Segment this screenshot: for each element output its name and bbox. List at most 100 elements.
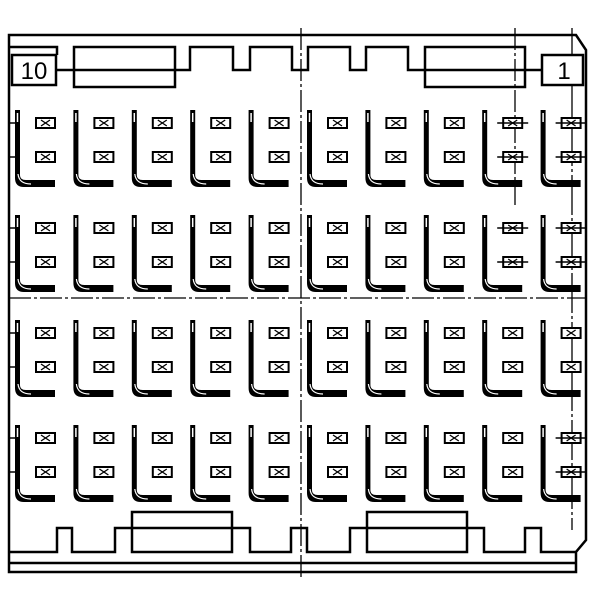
bottom-profile (9, 526, 576, 554)
pin-mark (215, 258, 226, 266)
pin-mark (332, 329, 343, 337)
pin-mark (157, 468, 168, 476)
terminal-cell (307, 110, 348, 187)
terminal-cell (190, 110, 232, 187)
pin-mark (391, 258, 401, 266)
contact-bend (251, 488, 265, 500)
contact-bend (134, 173, 148, 185)
terminal-grid (9, 110, 587, 502)
contact-bend (367, 278, 382, 290)
pin-mark (332, 119, 343, 127)
terminal-cell (190, 425, 232, 502)
contact-bend (543, 278, 557, 290)
terminal-cell (423, 110, 465, 187)
terminal-cell (365, 320, 407, 397)
pin-mark (157, 153, 168, 161)
bottom-right-window (365, 510, 469, 554)
pin-mark (274, 363, 284, 371)
pin-mark (507, 468, 518, 476)
pin-mark (274, 258, 284, 266)
pin-mark (274, 329, 284, 337)
terminal-cell (131, 320, 173, 397)
housing-outline (7, 33, 588, 574)
pin-mark (566, 363, 576, 371)
pin-mark (449, 468, 460, 476)
contact-bend (309, 488, 324, 500)
bottom-left-window (130, 510, 234, 554)
pin-mark (99, 258, 109, 266)
pin-label-1: 1 (540, 53, 585, 87)
terminal-cell (482, 320, 524, 397)
pin-mark (99, 329, 109, 337)
terminal-cell (307, 320, 348, 397)
terminal-cell (540, 110, 587, 187)
pin-mark (40, 468, 51, 476)
pin-mark (391, 153, 401, 161)
contact-bend (426, 383, 440, 395)
pin-mark (332, 153, 343, 161)
pin-mark (40, 329, 51, 337)
contact-bend (134, 278, 148, 290)
contact-bend (17, 173, 32, 185)
pin-mark (215, 329, 226, 337)
contact-bend (17, 383, 32, 395)
contact-bend (309, 278, 324, 290)
contact-bend (192, 383, 207, 395)
pin-label-box (10, 53, 58, 87)
pin-mark (157, 258, 168, 266)
contact-bend (134, 488, 148, 500)
pin-label-10: 10 (10, 53, 58, 87)
pin-mark (215, 153, 226, 161)
pin-mark (99, 434, 109, 442)
pin-mark (40, 153, 51, 161)
contact-bend (426, 488, 440, 500)
pin-mark (40, 224, 51, 232)
contact-bend (484, 173, 499, 185)
pin-mark (157, 434, 168, 442)
top-profile (57, 45, 542, 72)
pin-mark (391, 329, 401, 337)
pin-mark (40, 434, 51, 442)
pin-mark (449, 258, 460, 266)
terminal-cell (248, 110, 290, 187)
contact-bend (192, 173, 207, 185)
pin-label-box (540, 53, 585, 87)
contact-bend (309, 383, 324, 395)
contact-bend (75, 488, 90, 500)
pin-mark (449, 119, 460, 127)
pin-mark (507, 434, 518, 442)
contact-bend (251, 383, 265, 395)
terminal-cell (9, 320, 56, 397)
contact-bend (367, 383, 382, 395)
pin-mark (274, 434, 284, 442)
top-right-window (423, 45, 527, 89)
terminal-cell (9, 215, 56, 292)
pin-mark (391, 119, 401, 127)
pin-mark (332, 224, 343, 232)
terminal-cell (365, 215, 407, 292)
contact-bend (426, 278, 440, 290)
pin-mark (391, 434, 401, 442)
terminal-cell (131, 425, 173, 502)
terminal-cell (190, 215, 232, 292)
terminal-cell (423, 320, 465, 397)
contact-bend (192, 488, 207, 500)
pin-mark (215, 224, 226, 232)
contact-bend (367, 173, 382, 185)
pin-mark (215, 119, 226, 127)
pin-mark (99, 363, 109, 371)
contact-bend (17, 278, 32, 290)
contact-bend (543, 383, 557, 395)
pin-mark (40, 258, 51, 266)
top-left-window (72, 45, 177, 89)
contact-bend (543, 488, 557, 500)
contact-bend (75, 383, 90, 395)
terminal-cell (248, 425, 290, 502)
pin-mark (157, 224, 168, 232)
pin-mark (274, 119, 284, 127)
pin-mark (99, 224, 109, 232)
terminal-cell (73, 425, 115, 502)
pin-mark (274, 224, 284, 232)
